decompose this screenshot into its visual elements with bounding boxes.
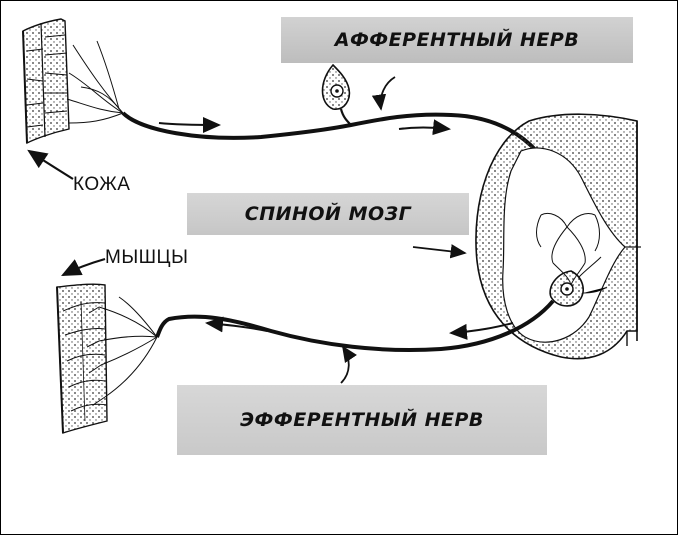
skin-tissue [22,18,70,145]
afferent-arrow-1 [158,116,221,133]
sensory-ganglion-cell [321,63,352,126]
afferent-pointer-arrow [371,76,396,111]
muscle-nerve-endings [86,296,158,406]
skin-pointer-arrow [27,149,74,180]
efferent-arrow-2 [205,316,268,333]
afferent-nerve-label: АФФЕРЕНТНЫЙ НЕРВ [281,17,633,63]
spinal-cord-pointer-arrow [412,244,467,259]
muscle-pointer-arrow [61,257,106,276]
spinal-cord-label: СПИНОЙ МОЗГ [187,193,469,235]
skin-nerve-endings [66,40,124,124]
afferent-arrow-2 [398,119,451,136]
muscle-tissue [56,283,108,434]
efferent-fiber [155,299,555,352]
muscles-label: МЫШЦЫ [105,247,189,268]
motor-neuron-cell [549,256,608,307]
spinal-cord-section [475,113,641,360]
efferent-nerve-label: ЭФФЕРЕНТНЫЙ НЕРВ [177,385,547,455]
efferent-arrow-1 [449,322,514,340]
skin-label: КОЖА [73,174,131,195]
efferent-pointer-arrow [340,345,357,384]
